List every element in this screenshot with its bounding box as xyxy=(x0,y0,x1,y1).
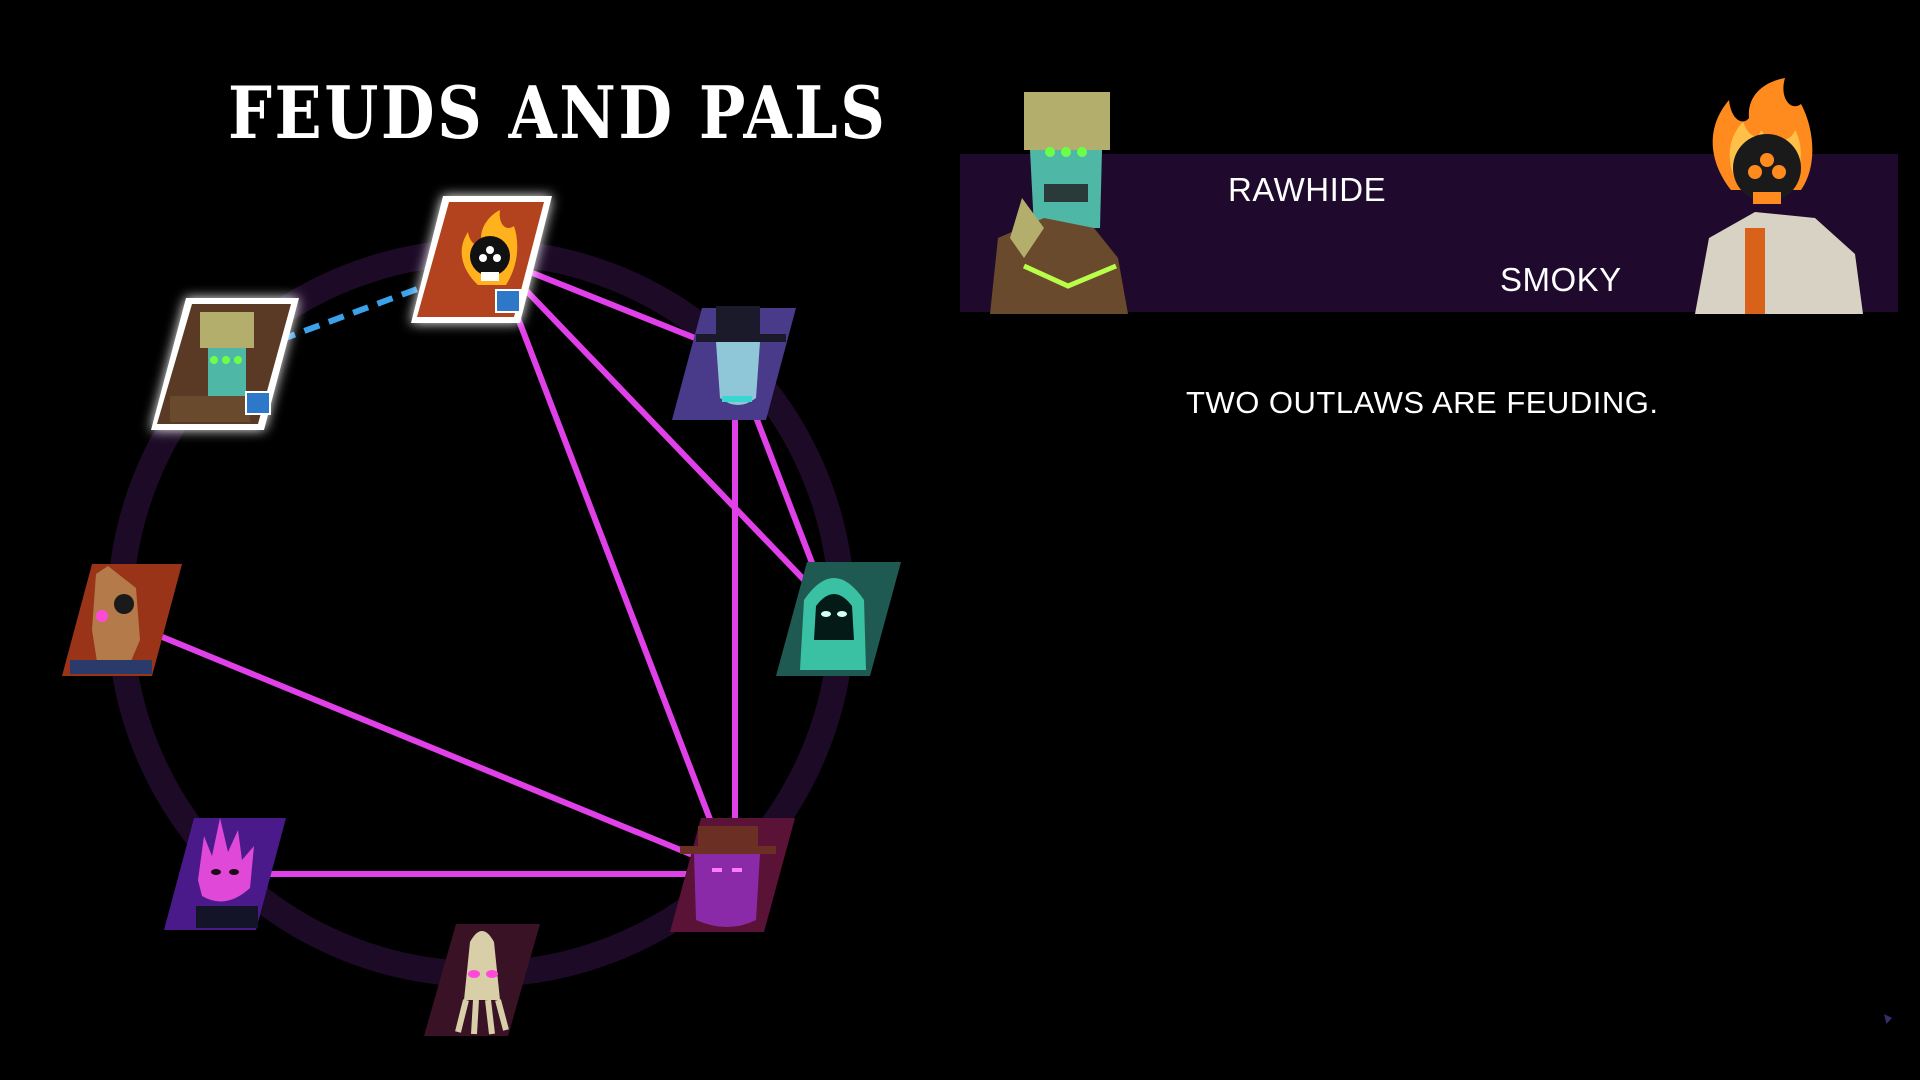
robot-cowboy-icon xyxy=(170,312,254,422)
outlaw-b-name: SMOKY xyxy=(1500,261,1622,298)
feud-line xyxy=(492,255,811,587)
smoky-portrait-icon xyxy=(1695,78,1863,314)
node-hooded[interactable] xyxy=(776,562,901,676)
tentacle-face-icon xyxy=(455,931,509,1035)
badge-icon xyxy=(245,391,271,415)
node-spiky[interactable] xyxy=(164,818,286,930)
feud-line xyxy=(153,631,702,861)
event-description: TWO OUTLAWS ARE FEUDING. xyxy=(1186,385,1659,420)
node-purple-hat[interactable] xyxy=(670,818,795,932)
feud-line xyxy=(751,410,817,570)
purple-hat-outlaw-icon xyxy=(680,826,776,927)
node-smoky[interactable] xyxy=(411,196,552,323)
flaming-skull-icon xyxy=(461,210,518,285)
horse-head-icon xyxy=(70,566,152,674)
node-top-hat[interactable] xyxy=(672,306,796,420)
feud-line xyxy=(492,256,719,837)
top-hat-ghost-icon xyxy=(696,306,786,405)
hooded-glowing-eyes-icon xyxy=(800,578,866,670)
relationship-graph xyxy=(62,196,901,1036)
node-horse[interactable] xyxy=(62,564,182,676)
page-title: FEUDS AND PALS xyxy=(228,70,888,155)
badge-icon xyxy=(495,289,521,313)
spiky-demon-icon xyxy=(196,818,258,928)
node-rawhide[interactable] xyxy=(151,298,299,430)
rawhide-portrait-icon xyxy=(990,92,1128,314)
cursor-icon xyxy=(1884,1014,1892,1024)
outlaw-a-name: RAWHIDE xyxy=(1228,171,1387,208)
node-tentacle[interactable] xyxy=(424,924,540,1036)
